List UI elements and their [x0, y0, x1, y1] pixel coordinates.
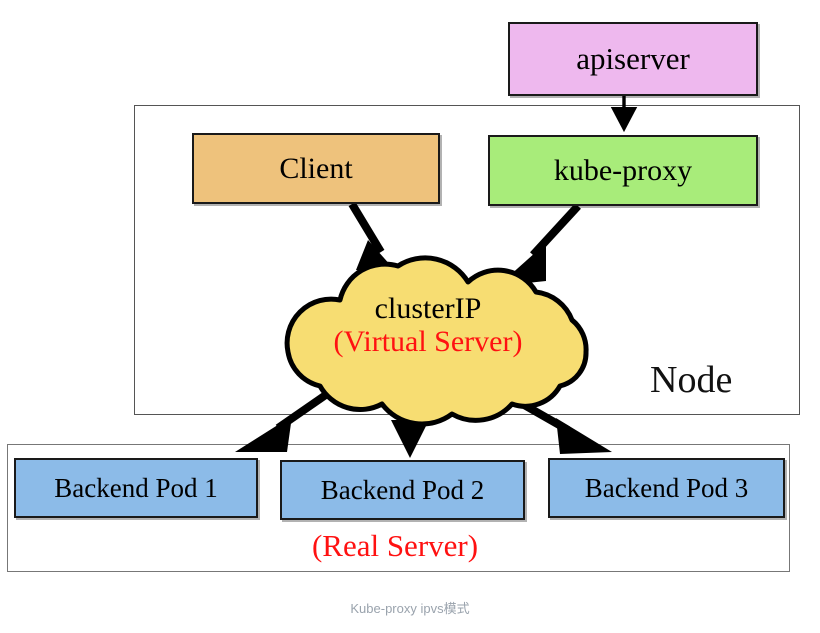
- backend-pod-2-box[interactable]: Backend Pod 2: [280, 460, 525, 520]
- backend-pod-2-label: Backend Pod 2: [320, 474, 485, 505]
- real-server-label: (Real Server): [311, 528, 479, 563]
- kube-proxy-label: kube-proxy: [553, 153, 693, 187]
- real-server-boundary-box: [7, 444, 790, 572]
- client-label: Client: [279, 151, 353, 185]
- edge-clusterip-to-pod-1: [235, 388, 333, 452]
- apiserver-box[interactable]: apiserver: [508, 22, 758, 96]
- kube-proxy-box[interactable]: kube-proxy: [488, 135, 758, 206]
- backend-pod-3-box[interactable]: Backend Pod 3: [548, 458, 785, 518]
- backend-pod-1-label: Backend Pod 1: [54, 472, 218, 503]
- node-label: Node: [650, 359, 733, 401]
- backend-pod-1-box[interactable]: Backend Pod 1: [14, 458, 258, 518]
- backend-pod-3-label: Backend Pod 3: [584, 472, 749, 503]
- apiserver-label: apiserver: [576, 40, 690, 76]
- clusterip-cloud-shape: [284, 255, 589, 427]
- client-box[interactable]: Client: [192, 133, 440, 204]
- figure-caption: Kube-proxy ipvs模式: [350, 601, 470, 616]
